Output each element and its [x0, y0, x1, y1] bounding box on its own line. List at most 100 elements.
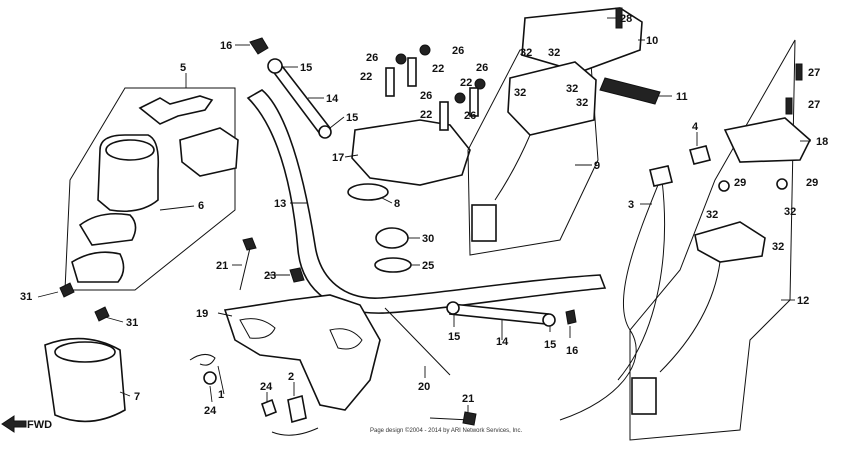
key-part [138, 95, 214, 125]
callout-labels: 5 6 31 31 7 21 19 23 13 16 15 14 15 17 8… [20, 13, 828, 417]
callout-22a: 22 [360, 71, 372, 83]
panel-wire [494, 134, 531, 201]
cap-part-26c [454, 92, 466, 104]
callout-22b: 22 [432, 63, 444, 75]
bolt-part-22b [407, 57, 417, 87]
leader-line [159, 205, 195, 211]
leader-line [217, 365, 225, 395]
bolt-part-20 [384, 307, 451, 376]
forward-direction-indicator: FWD [1, 415, 52, 433]
leader-line [37, 291, 59, 298]
cap-part-30 [375, 227, 409, 249]
clip-part-1 [189, 354, 216, 366]
callout-15c: 15 [448, 331, 460, 343]
holder-hole-left [239, 318, 276, 339]
callout-6: 6 [198, 200, 204, 212]
callout-15b: 15 [346, 112, 358, 124]
callout-2: 2 [288, 371, 294, 383]
handlebar-holder-part [223, 294, 381, 411]
bolt-part-22d [469, 87, 479, 117]
callout-31b: 31 [126, 317, 138, 329]
panel-part-12 [694, 221, 766, 263]
callout-26d: 26 [420, 90, 432, 102]
callout-18: 18 [816, 136, 828, 148]
switch-cover-part [78, 212, 137, 246]
callout-29b: 29 [806, 177, 818, 189]
connector-part [179, 127, 239, 177]
holder-hole-right [329, 328, 363, 350]
panel-part-9 [507, 61, 597, 136]
copyright-text: Page design ©2004 - 2014 by ARI Network … [370, 427, 523, 434]
callout-32b: 32 [548, 47, 560, 59]
bolt-part-31b [94, 306, 110, 322]
callout-13: 13 [274, 198, 286, 210]
bracket-part-4 [689, 145, 711, 165]
screw-part-27b [785, 97, 793, 115]
meter-panel-group [629, 39, 811, 441]
cap-part-26b [419, 44, 431, 56]
bolt-part-31a [59, 282, 75, 298]
cap-part-15d [542, 313, 556, 327]
screw-part-27a [795, 63, 803, 81]
bolt-head-part-21b [462, 411, 477, 426]
callout-21b: 21 [462, 393, 474, 405]
callout-11: 11 [676, 91, 688, 103]
bolt-part-22c [439, 101, 449, 131]
callout-22c: 22 [460, 77, 472, 89]
leader-line [344, 154, 359, 158]
leader-line [329, 116, 345, 129]
callout-32e: 32 [514, 87, 526, 99]
fwd-label: FWD [27, 419, 52, 431]
screw-part-29b [776, 178, 788, 190]
nut-part-23 [289, 267, 305, 283]
nut-part-24b [261, 398, 277, 418]
panel-connector-right [631, 377, 657, 415]
callout-32f: 32 [706, 209, 718, 221]
callout-17: 17 [332, 152, 344, 164]
callout-26e: 26 [464, 110, 476, 122]
bolt-shaft-part-21 [239, 247, 251, 291]
callout-4: 4 [692, 121, 699, 133]
cap-part-26a [395, 53, 407, 65]
cap-part-26d [474, 78, 486, 90]
callout-24a: 24 [260, 381, 273, 393]
nut-part-24a [203, 371, 217, 385]
cable-inner-3 [617, 179, 666, 381]
callout-25: 25 [422, 260, 434, 272]
seal-part-8 [347, 183, 389, 201]
callout-23: 23 [264, 270, 276, 282]
callout-9: 9 [594, 160, 600, 172]
callout-31a: 31 [20, 291, 32, 303]
panel-wire-right [659, 261, 721, 373]
callout-32h: 32 [772, 241, 784, 253]
switch-bracket-part [71, 251, 125, 283]
callout-12: 12 [797, 295, 809, 307]
callout-27b: 27 [808, 99, 820, 111]
callout-24b: 24 [204, 405, 217, 417]
callout-10: 10 [646, 35, 658, 47]
callout-26c: 26 [476, 62, 488, 74]
callout-26b: 26 [452, 45, 464, 57]
callout-14b: 14 [496, 336, 509, 348]
ignition-switch-group [44, 87, 239, 423]
clip-part-16 [565, 309, 577, 325]
callout-3: 3 [628, 199, 634, 211]
callout-32g: 32 [784, 206, 796, 218]
leader-line [119, 391, 131, 397]
cap-part-15b [318, 125, 332, 139]
clamp-part-2 [271, 427, 319, 436]
bolt-head-part-21 [242, 237, 257, 251]
callout-30: 30 [422, 233, 434, 245]
leader-line [209, 385, 213, 403]
callout-22d: 22 [420, 109, 432, 121]
callout-15a: 15 [300, 62, 312, 74]
callout-27a: 27 [808, 67, 820, 79]
callout-20: 20 [418, 381, 430, 393]
cover-part-18 [723, 117, 811, 163]
upper-holder-part [351, 119, 471, 186]
cap-part-16 [249, 37, 269, 55]
callout-16a: 16 [220, 40, 232, 52]
bolt-part-22a [385, 67, 395, 97]
